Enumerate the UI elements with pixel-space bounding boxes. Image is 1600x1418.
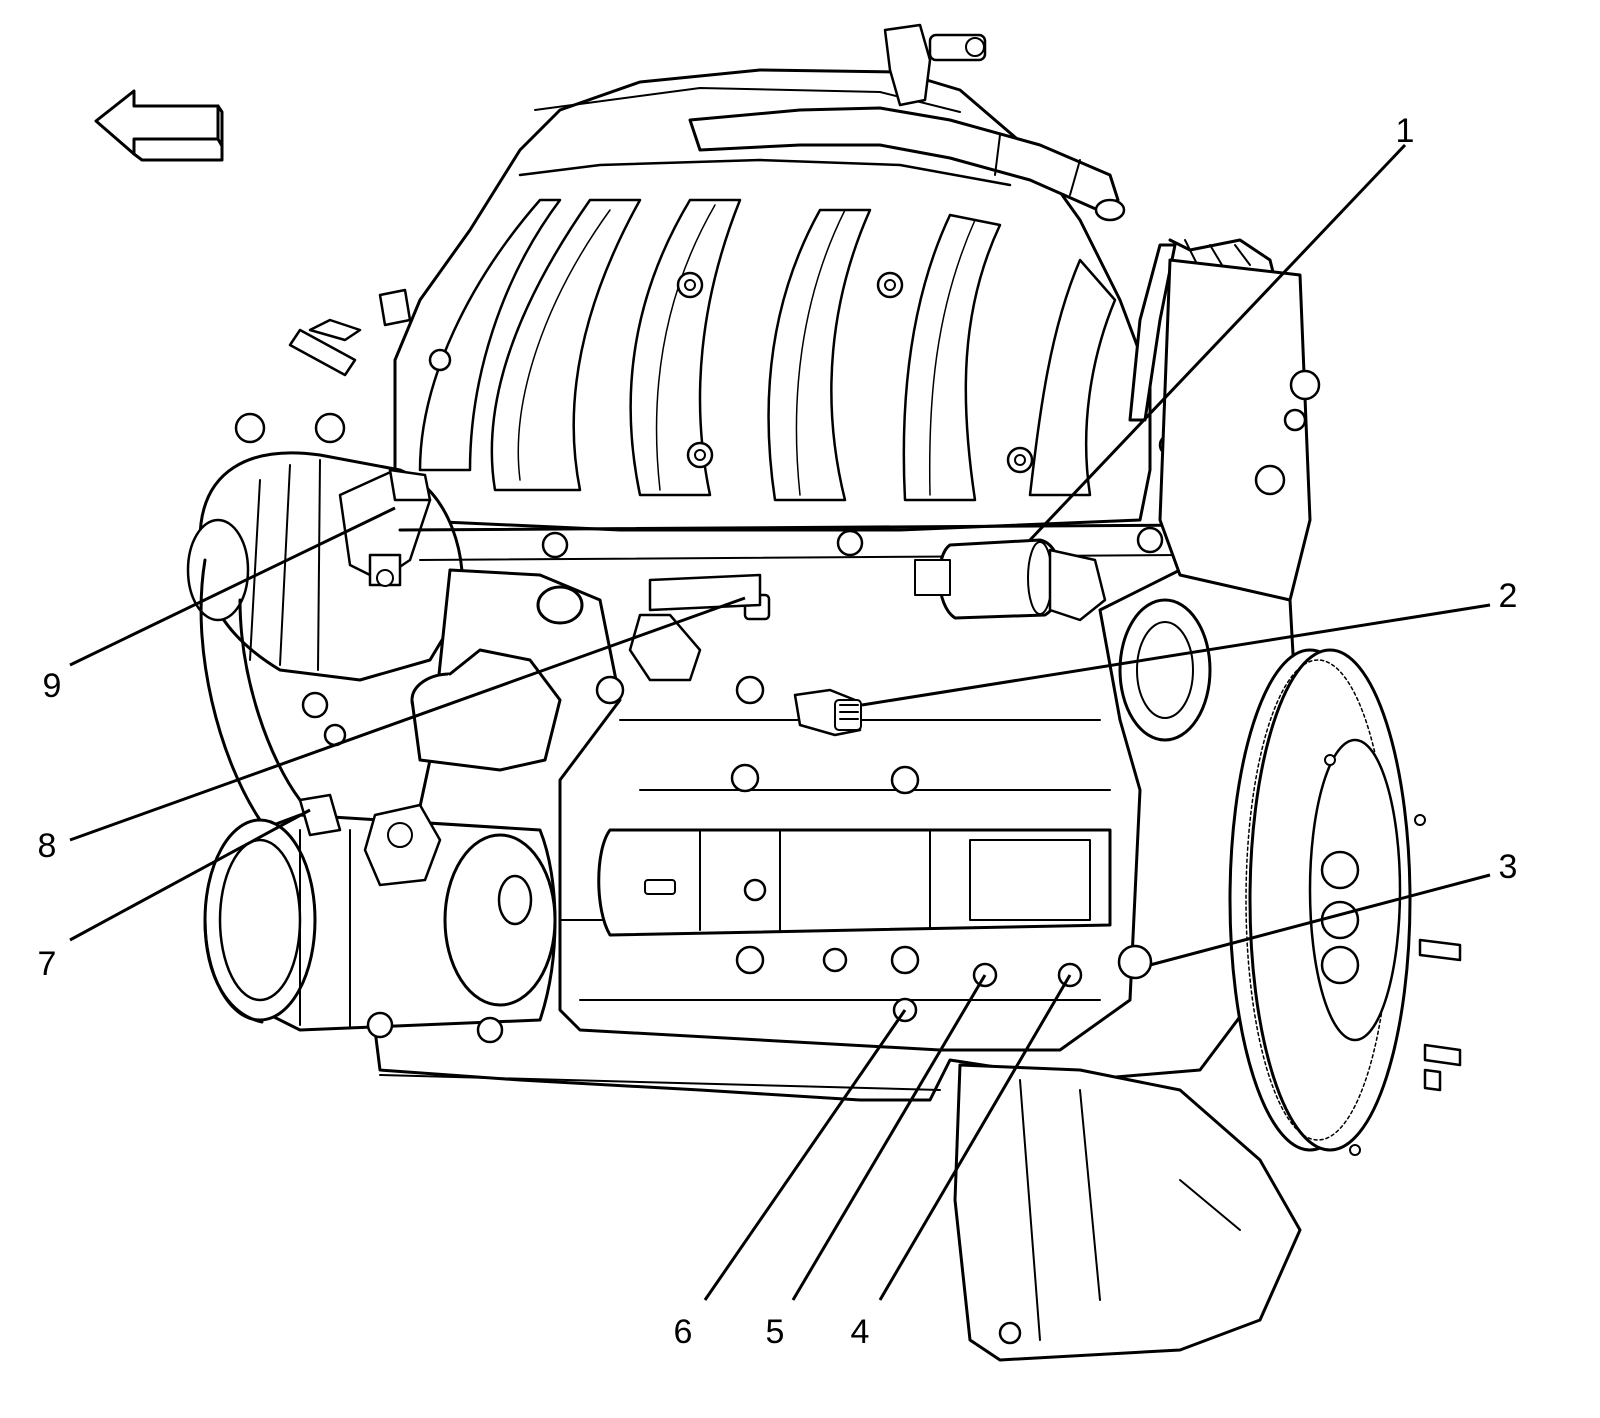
pcv-hose <box>688 23 1126 222</box>
starter-motor <box>597 828 1112 937</box>
ac-compressor <box>203 793 557 1044</box>
block-right-side <box>1118 258 1321 742</box>
leader-line-1 <box>1028 143 1407 542</box>
callout-1: 1 <box>1396 112 1415 150</box>
flywheel <box>1228 648 1462 1156</box>
callout-2: 2 <box>1499 577 1518 615</box>
engine-illustration <box>186 23 1462 1362</box>
callout-labels: 1 2 3 4 5 6 7 8 9 <box>38 112 1518 1351</box>
arrow-left-outline-icon <box>94 89 224 162</box>
drive-belt <box>199 558 347 1024</box>
leader-line-7 <box>69 808 311 942</box>
component-1 <box>914 538 1107 622</box>
generator <box>186 451 464 682</box>
callout-9: 9 <box>43 667 62 705</box>
leader-line-3 <box>1149 873 1491 967</box>
leader-lines <box>69 143 1491 1301</box>
leader-line-5 <box>791 974 987 1301</box>
leader-line-6 <box>703 1009 907 1301</box>
callout-5: 5 <box>766 1313 785 1351</box>
callout-8: 8 <box>38 827 57 865</box>
leader-line-8 <box>69 596 746 842</box>
component-2 <box>793 688 862 737</box>
callout-3: 3 <box>1499 848 1518 886</box>
oil-pan <box>379 1063 1302 1362</box>
leader-line-9 <box>69 506 396 667</box>
callout-6: 6 <box>674 1313 693 1351</box>
left-fittings <box>234 288 412 444</box>
leader-line-2 <box>861 603 1491 707</box>
callout-4: 4 <box>851 1313 870 1351</box>
leader-line-4 <box>878 974 1072 1301</box>
intake-manifold <box>393 68 1182 532</box>
callout-7: 7 <box>38 945 57 983</box>
